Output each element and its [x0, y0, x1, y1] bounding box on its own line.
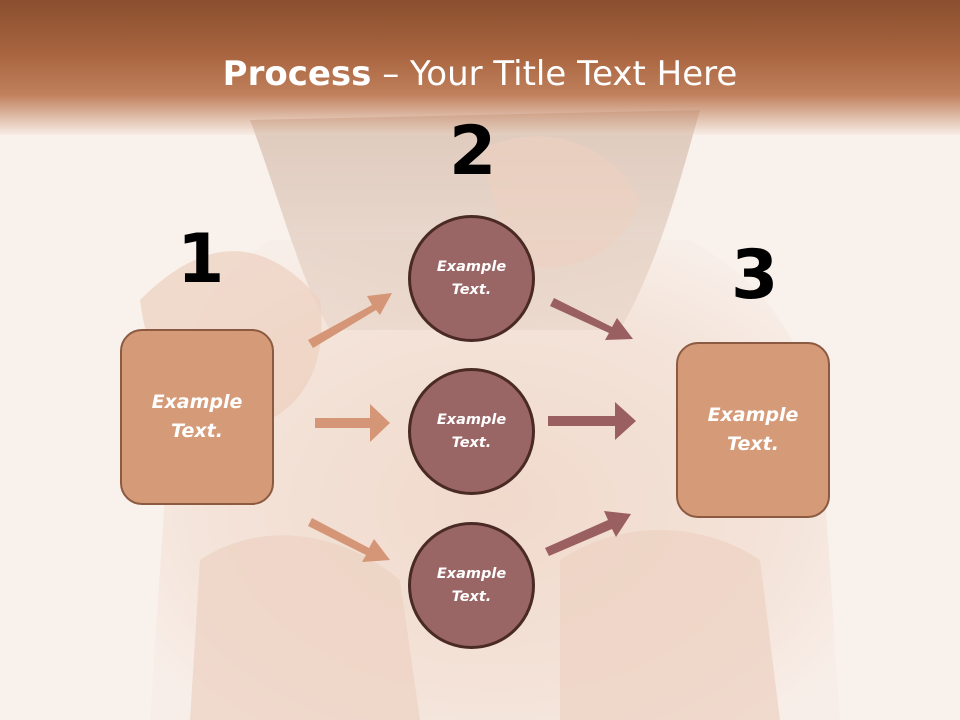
title-separator: –: [371, 54, 411, 94]
step-number-3: 3: [731, 236, 779, 315]
left-process-box: Example Text.: [120, 329, 274, 505]
arrow-bottom-to-right: [545, 511, 631, 556]
step-number-1: 1: [177, 220, 225, 299]
middle-circle: Example Text.: [408, 368, 535, 495]
arrow-left-to-top: [308, 293, 392, 348]
top-circle: Example Text.: [408, 215, 535, 342]
slide-title: Process – Your Title Text Here: [0, 52, 960, 96]
step-number-2: 2: [449, 112, 497, 191]
top-circle-text: Example Text.: [436, 258, 507, 298]
title-bold: Process: [222, 54, 372, 94]
left-box-text: Example Text.: [151, 391, 243, 442]
arrow-middle-to-right: [548, 402, 636, 440]
bottom-circle: Example Text.: [408, 522, 535, 649]
bottom-circle-text: Example Text.: [436, 565, 507, 605]
arrow-left-to-bottom: [308, 518, 390, 562]
middle-circle-text: Example Text.: [436, 411, 507, 451]
right-process-box: Example Text.: [676, 342, 830, 518]
right-box-text: Example Text.: [707, 404, 799, 455]
arrow-top-to-right: [550, 298, 633, 340]
title-bar: [0, 0, 960, 135]
arrow-left-to-middle: [315, 404, 390, 442]
title-rest: Your Title Text Here: [410, 54, 738, 94]
